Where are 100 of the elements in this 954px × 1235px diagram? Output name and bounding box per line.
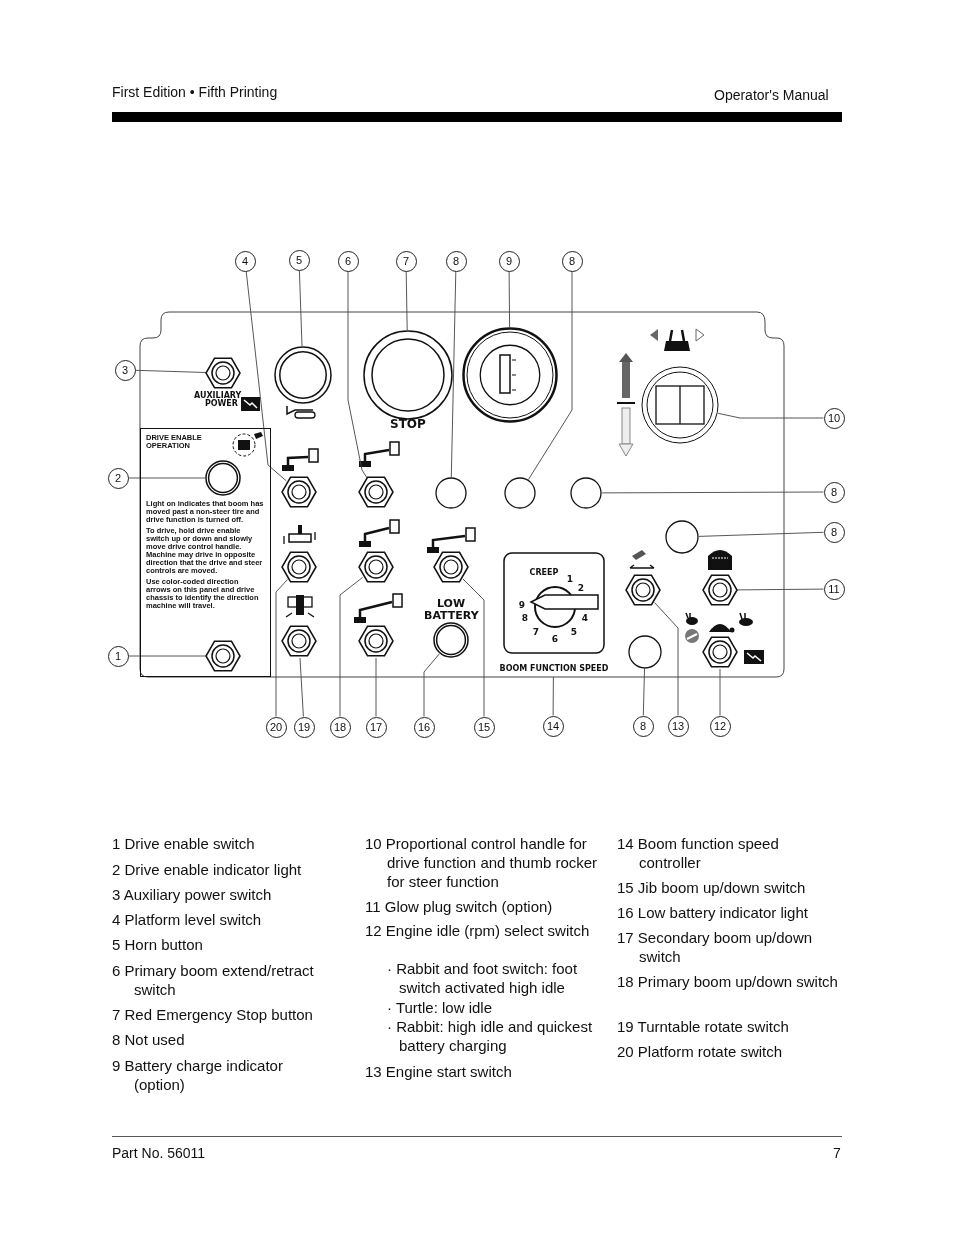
leader-line [552, 676, 554, 716]
legend-item: 8 Not used [112, 1030, 186, 1049]
legend-item: 6 Primary boom extend/retract switch [112, 961, 315, 999]
leader-line [347, 271, 368, 479]
callout-number: 12 [709, 715, 731, 737]
legend-item: 7 Red Emergency Stop button [112, 1005, 314, 1024]
header-text: First Edition • Fifth Printing [112, 84, 278, 100]
legend-item: 5 Horn button [112, 935, 204, 954]
dial-number: 2 [577, 584, 585, 594]
callout-number: 8 [561, 250, 583, 272]
legend-item: 12 Engine idle (rpm) select switch [365, 921, 591, 940]
dial-number: 4 [581, 614, 589, 624]
legend-item: 13 Engine start switch [365, 1062, 513, 1081]
leader-line [450, 271, 457, 478]
footer-text: Part No. 56011 [112, 1145, 206, 1161]
toggle-switch [205, 638, 241, 674]
leader-line [698, 531, 824, 537]
callout-number: 6 [337, 250, 359, 272]
callout-number: 15 [473, 716, 495, 738]
push-button [274, 346, 332, 404]
leader-line [423, 653, 440, 717]
blank-hole [504, 477, 536, 509]
blank-hole [665, 520, 699, 554]
toggle-switch [281, 549, 317, 585]
header-text: Operator's Manual [714, 87, 829, 103]
callout-number: 14 [542, 715, 564, 737]
leader-line [736, 588, 824, 591]
leader-line [462, 578, 485, 717]
legend-item: 20 Platform rotate switch [617, 1042, 784, 1061]
toggle-switch [433, 549, 469, 585]
callout-number: 7 [395, 250, 417, 272]
dial-number: 6 [551, 635, 559, 645]
legend-item: 2 Drive enable indicator light [112, 860, 303, 879]
leader-line [275, 579, 288, 717]
toggle-switch [358, 623, 394, 659]
leader-line [717, 412, 824, 419]
callout-number: 5 [288, 249, 310, 271]
callout-number: 8 [823, 521, 845, 543]
control-handle [641, 366, 719, 444]
callout-number: 9 [498, 250, 520, 272]
dial-number: 9 [518, 601, 526, 611]
legend-item: 16 Low battery indicator light [617, 903, 809, 922]
callout-number: 13 [667, 715, 689, 737]
legend-item: 4 Platform level switch [112, 910, 263, 929]
panel-label: STOP [390, 418, 427, 431]
toggle-switch [281, 623, 317, 659]
callout-number: 16 [413, 716, 435, 738]
dial-number: 8 [521, 614, 529, 624]
leader-line [528, 271, 573, 480]
legend-item: · Rabbit and foot switch: foot switch activated high idle [386, 959, 579, 997]
panel-label: LOW BATTERY [424, 598, 478, 622]
legend-item: 15 Jib boom up/down switch [617, 878, 807, 897]
toggle-switch [358, 549, 394, 585]
dial-number: 7 [532, 628, 540, 638]
callout-number: 2 [107, 467, 129, 489]
toggle-switch [702, 572, 738, 608]
legend-item: 10 Proportional control handle for drive function and thumb rocker for steer function [365, 834, 599, 891]
indicator-light [205, 460, 241, 496]
leader-line [375, 657, 377, 717]
leader-line [298, 270, 303, 347]
leader-line [405, 271, 408, 331]
callout-number: 8 [445, 250, 467, 272]
leader-line [128, 477, 206, 479]
callout-number: 19 [293, 716, 315, 738]
toggle-switch [625, 572, 661, 608]
legend-item: · Turtle: low idle [386, 998, 494, 1017]
leader-line [128, 655, 207, 657]
callout-number: 10 [823, 407, 845, 429]
legend-item: 9 Battery charge indicator (option) [112, 1056, 284, 1094]
leader-line [601, 491, 824, 494]
panel-label: BOOM FUNCTION SPEED [498, 665, 610, 674]
blank-hole [435, 477, 467, 509]
callout-number: 8 [632, 715, 654, 737]
callout-number: 4 [234, 250, 256, 272]
leader-line [654, 602, 679, 716]
toggle-switch [702, 634, 738, 670]
callout-number: 20 [265, 716, 287, 738]
dial-number: 1 [566, 575, 574, 585]
dial-number: 5 [570, 628, 578, 638]
callout-number: 17 [365, 716, 387, 738]
dial-label: CREEP [529, 568, 559, 578]
legend-item: · Rabbit: high idle and quickest battery charging [386, 1017, 594, 1055]
legend-item: 3 Auxiliary power switch [112, 885, 273, 904]
leader-line [245, 270, 287, 482]
callout-number: 3 [114, 359, 136, 381]
legend-item: 19 Turntable rotate switch [617, 1017, 790, 1036]
legend-item: 17 Secondary boom up/down switch [617, 928, 814, 966]
callout-number: 18 [329, 716, 351, 738]
leader-line [339, 576, 364, 717]
callout-number: 1 [107, 645, 129, 667]
legend-item: 11 Glow plug switch (option) [365, 897, 554, 916]
leader-line [135, 369, 207, 373]
legend-item: 18 Primary boom up/down switch [617, 972, 839, 991]
callout-number: 8 [823, 481, 845, 503]
footer-text: 7 [833, 1145, 841, 1161]
blank-hole [628, 635, 662, 669]
charge-gauge [462, 327, 558, 423]
leader-line [642, 668, 645, 716]
callout-number: 11 [823, 578, 845, 600]
legend-item: 14 Boom function speed controller [617, 834, 780, 872]
